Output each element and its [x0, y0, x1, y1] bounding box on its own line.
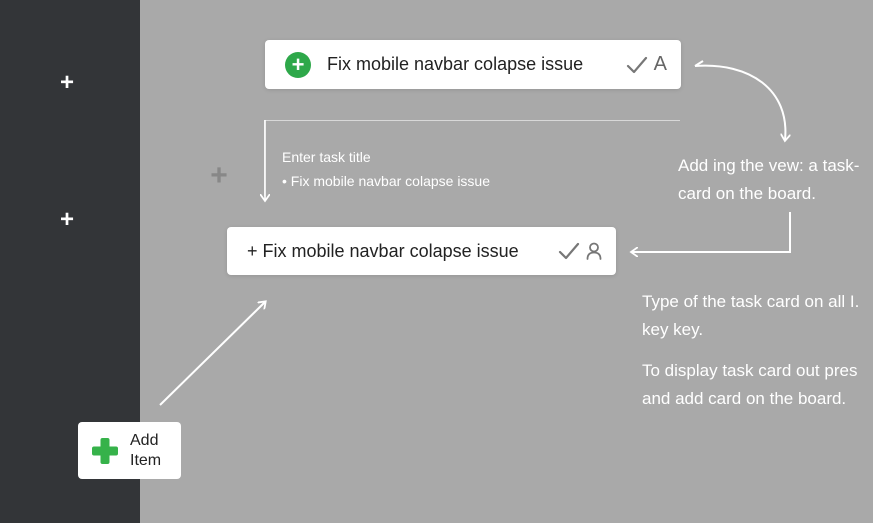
board-area: + Fix mobile navbar colapse issue A + En…	[140, 0, 873, 523]
annotation-adding-view: Add ing the vew: a task-card on the boar…	[678, 156, 860, 203]
divider-line	[264, 120, 680, 121]
add-item-label: Add Item	[130, 431, 162, 469]
check-icon[interactable]	[558, 242, 580, 260]
task-card-bottom[interactable]: + Fix mobile navbar colapse issue	[227, 227, 616, 275]
composer-input-value[interactable]: • Fix mobile navbar colapse issue	[282, 173, 490, 189]
divider-vertical	[264, 120, 265, 196]
composer-label: Enter task title	[282, 149, 371, 165]
plus-icon	[92, 437, 118, 464]
task-card-top[interactable]: + Fix mobile navbar colapse issue A	[265, 40, 681, 89]
sidebar: + +	[0, 0, 140, 523]
plus-circle-icon[interactable]: +	[285, 51, 311, 78]
add-item-button[interactable]: Add Item	[78, 422, 181, 479]
annotation-type-card: Type of the task card on all I. key key.	[642, 292, 860, 339]
task-card-title: Fix mobile navbar colapse issue	[327, 54, 584, 74]
assignee-initial: A	[653, 53, 667, 75]
task-card-title: + Fix mobile navbar colapse issue	[247, 240, 519, 261]
task-card-meta	[558, 242, 602, 260]
person-icon[interactable]	[586, 242, 602, 260]
check-icon[interactable]	[626, 56, 648, 74]
annotation-display-card: To display task card out pres and add ca…	[642, 361, 858, 408]
task-card-meta: A	[626, 53, 667, 76]
sidebar-add-icon-1[interactable]: +	[59, 69, 74, 96]
composer-plus-icon[interactable]: +	[210, 159, 228, 192]
sidebar-add-icon-2[interactable]: +	[59, 206, 74, 233]
